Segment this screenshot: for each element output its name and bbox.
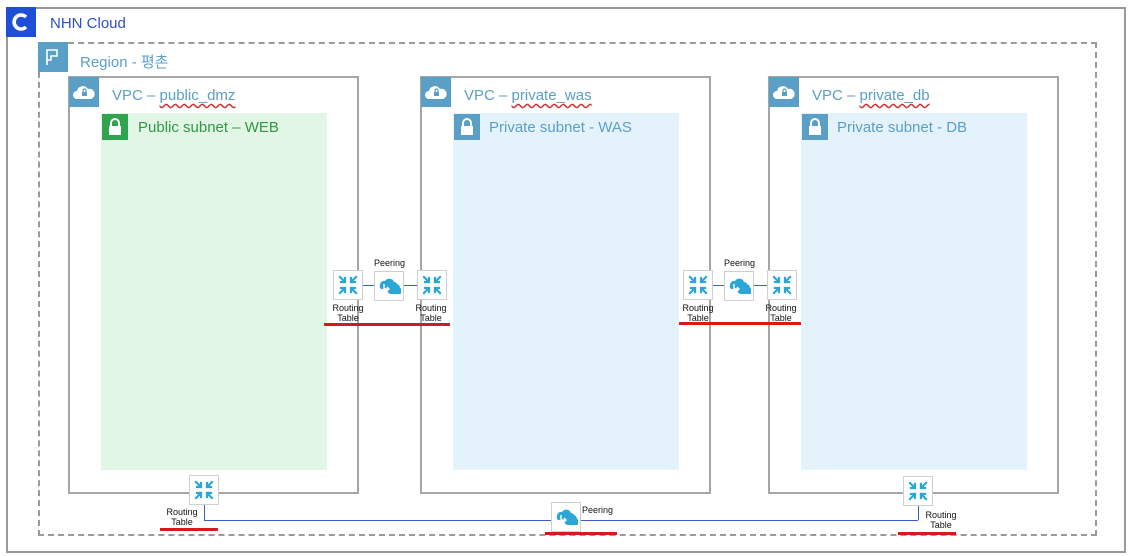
highlight-underline [898, 532, 956, 535]
subnet-title: Private subnet - DB [837, 119, 968, 136]
padlock-icon [454, 114, 480, 140]
highlight-underline [679, 322, 801, 325]
routing-table-icon [683, 270, 713, 300]
routing-table-label: Routing Table [925, 510, 957, 530]
cloud-lock-icon [69, 77, 99, 107]
connector-line [918, 505, 919, 520]
highlight-underline [160, 528, 218, 531]
subnet-public-web [101, 113, 327, 470]
routing-table-icon [903, 476, 933, 506]
connector-line [204, 505, 205, 520]
peering-icon [551, 502, 581, 532]
peering-label: Peering [724, 258, 756, 268]
vpc-prefix: VPC – [112, 87, 160, 104]
vpc-prefix: VPC – [812, 87, 860, 104]
subnet-private-was [453, 113, 679, 470]
vpc-title: VPC – public_dmz [112, 87, 235, 104]
vpc-name: private_db [859, 87, 930, 104]
padlock-icon [102, 114, 128, 140]
routing-table-icon [767, 270, 797, 300]
routing-table-icon [417, 270, 447, 300]
cloud-title: NHN Cloud [50, 15, 126, 32]
peering-icon [724, 271, 754, 301]
subnet-title: Private subnet - WAS [489, 119, 632, 136]
routing-table-icon [333, 270, 363, 300]
routing-table-label: Routing Table [682, 303, 714, 323]
vpc-title: VPC – private_was [464, 87, 592, 104]
routing-table-icon [189, 475, 219, 505]
cloud-lock-icon [769, 77, 799, 107]
padlock-icon [802, 114, 828, 140]
peering-label: Peering [374, 258, 406, 268]
nhn-cloud-frame [6, 7, 1126, 553]
routing-table-label: Routing Table [166, 507, 198, 527]
routing-table-label: Routing Table [765, 303, 797, 323]
peering-label: Peering [582, 505, 614, 515]
peering-icon [374, 271, 404, 301]
flag-icon [38, 42, 68, 72]
region-title: Region - 평촌 [80, 54, 169, 71]
subnet-title: Public subnet – WEB [138, 119, 279, 136]
vpc-title: VPC – private_db [812, 87, 930, 104]
subnet-private-db [801, 113, 1027, 470]
routing-table-label: Routing Table [332, 303, 364, 323]
vpc-name: private_was [511, 87, 592, 104]
highlight-underline [545, 532, 617, 535]
region-frame [38, 42, 1097, 536]
routing-table-label: Routing Table [415, 303, 447, 323]
vpc-name: public_dmz [159, 87, 236, 104]
vpc-prefix: VPC – [464, 87, 512, 104]
cloud-lock-icon [421, 77, 451, 107]
highlight-underline [324, 323, 450, 326]
letter-c-icon [6, 7, 36, 37]
